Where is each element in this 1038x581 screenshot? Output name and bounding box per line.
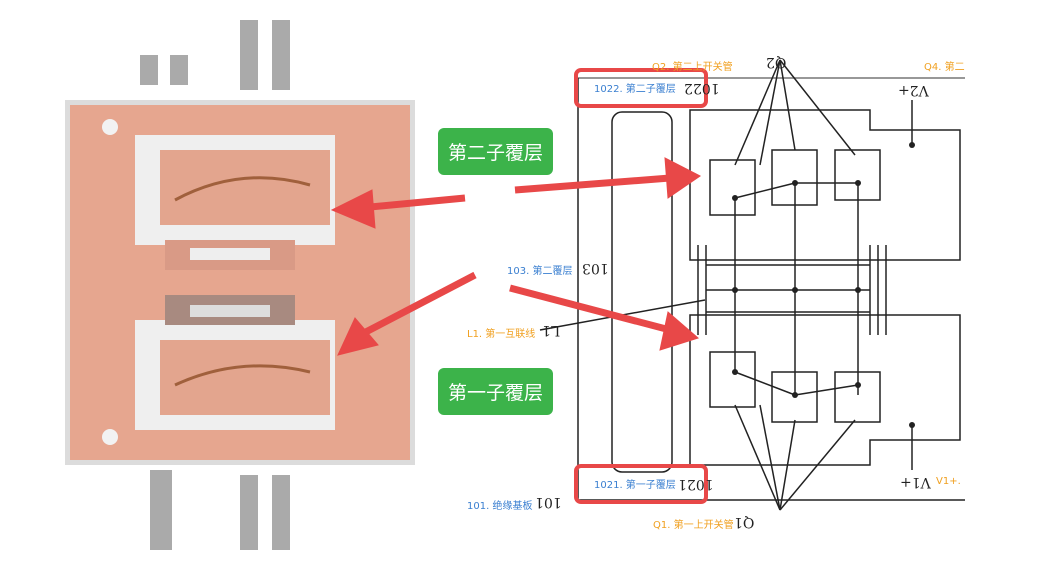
label-q4: Q4. 第二 — [924, 62, 965, 73]
mark-v2: V2+ — [898, 82, 929, 98]
pin — [272, 20, 290, 90]
mark-1021: 1021 — [678, 476, 714, 492]
label-q1: Q1. 第一上开关管 — [653, 520, 734, 531]
highlight-1022 — [574, 68, 708, 108]
pin — [140, 55, 158, 85]
label-l1: L1. 第一互联线 — [467, 329, 536, 340]
badge-first-sub-cladding: 第一子覆层 — [438, 368, 554, 415]
pin — [240, 475, 258, 550]
label-q2: Q2. 第二上开关管 — [652, 62, 733, 73]
bond-wire — [174, 176, 311, 202]
arrow-head-right-lower — [659, 311, 700, 351]
mount-hole — [102, 429, 118, 445]
arrow-head-left-lower — [337, 317, 379, 356]
junction-dots — [732, 142, 915, 428]
label-v1: V1+. — [936, 476, 961, 487]
slot — [190, 305, 270, 317]
mark-q2: Q2 — [766, 54, 787, 70]
schematic — [539, 59, 965, 511]
mark-l1: L1 — [542, 322, 561, 338]
mark-103: 103 — [582, 260, 609, 276]
label-103: 103. 第二覆层 — [507, 266, 573, 277]
mark-v1: V1+ — [900, 474, 931, 490]
pin — [272, 475, 290, 550]
arrows — [330, 157, 701, 356]
first-sub-cladding-render — [160, 340, 330, 415]
label-1021: 1021. 第一子覆层 — [594, 480, 676, 491]
second-sub-cladding-render — [160, 150, 330, 225]
bond-wire — [174, 364, 311, 387]
badge-second-sub-cladding: 第二子覆层 — [438, 128, 554, 175]
pin — [240, 20, 258, 90]
mark-1022: 1022 — [684, 80, 720, 96]
mount-hole — [102, 119, 118, 135]
label-1022: 1022. 第二子覆层 — [594, 84, 676, 95]
mark-101: 101 — [535, 494, 562, 510]
highlight-1021 — [574, 464, 708, 504]
pin — [150, 470, 172, 550]
arrow-head-left-upper — [330, 189, 376, 229]
label-101: 101. 绝缘基板 — [467, 501, 533, 512]
arrow-head-right-upper — [664, 157, 701, 199]
pin — [170, 55, 188, 85]
slot — [190, 248, 270, 260]
mark-q1: Q1 — [734, 514, 755, 530]
